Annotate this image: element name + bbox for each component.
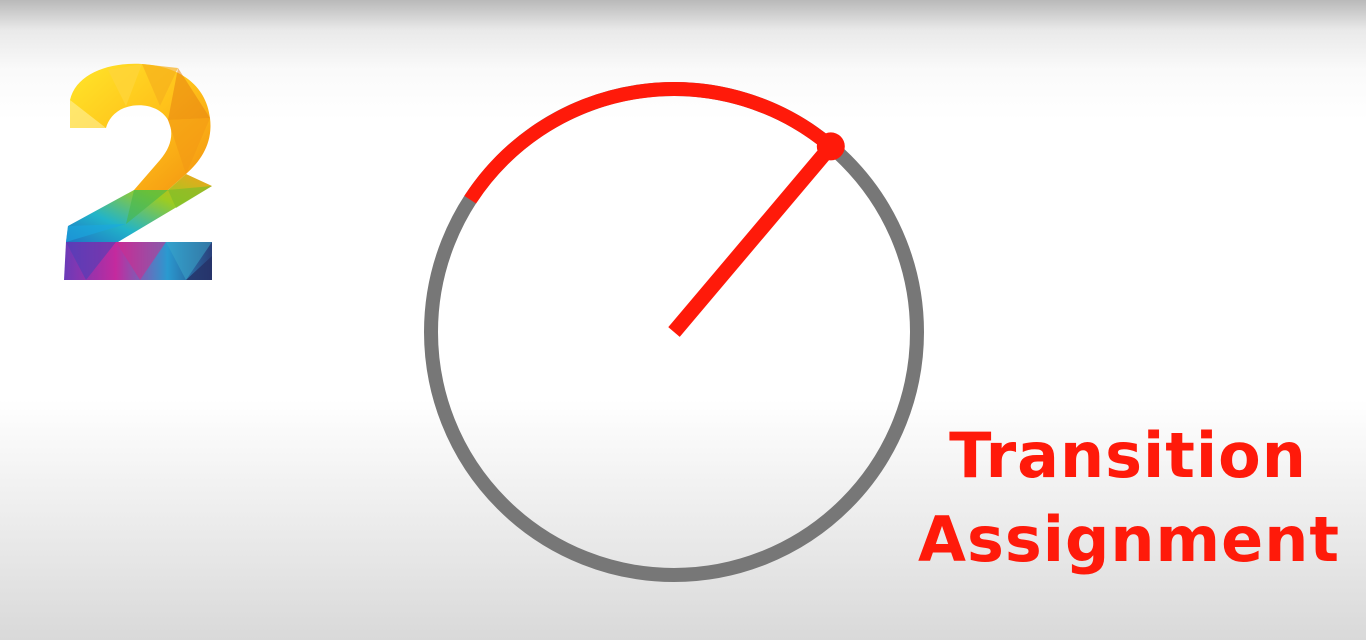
caption-line-2: Assignment: [918, 503, 1340, 576]
dial-needle-knob: [816, 132, 845, 161]
caption: Transition Assignment: [918, 414, 1340, 582]
number-badge-icon: [64, 63, 212, 280]
dial-progress-arc: [464, 82, 836, 204]
dial-needle: [668, 141, 837, 337]
caption-line-1: Transition: [949, 419, 1307, 492]
